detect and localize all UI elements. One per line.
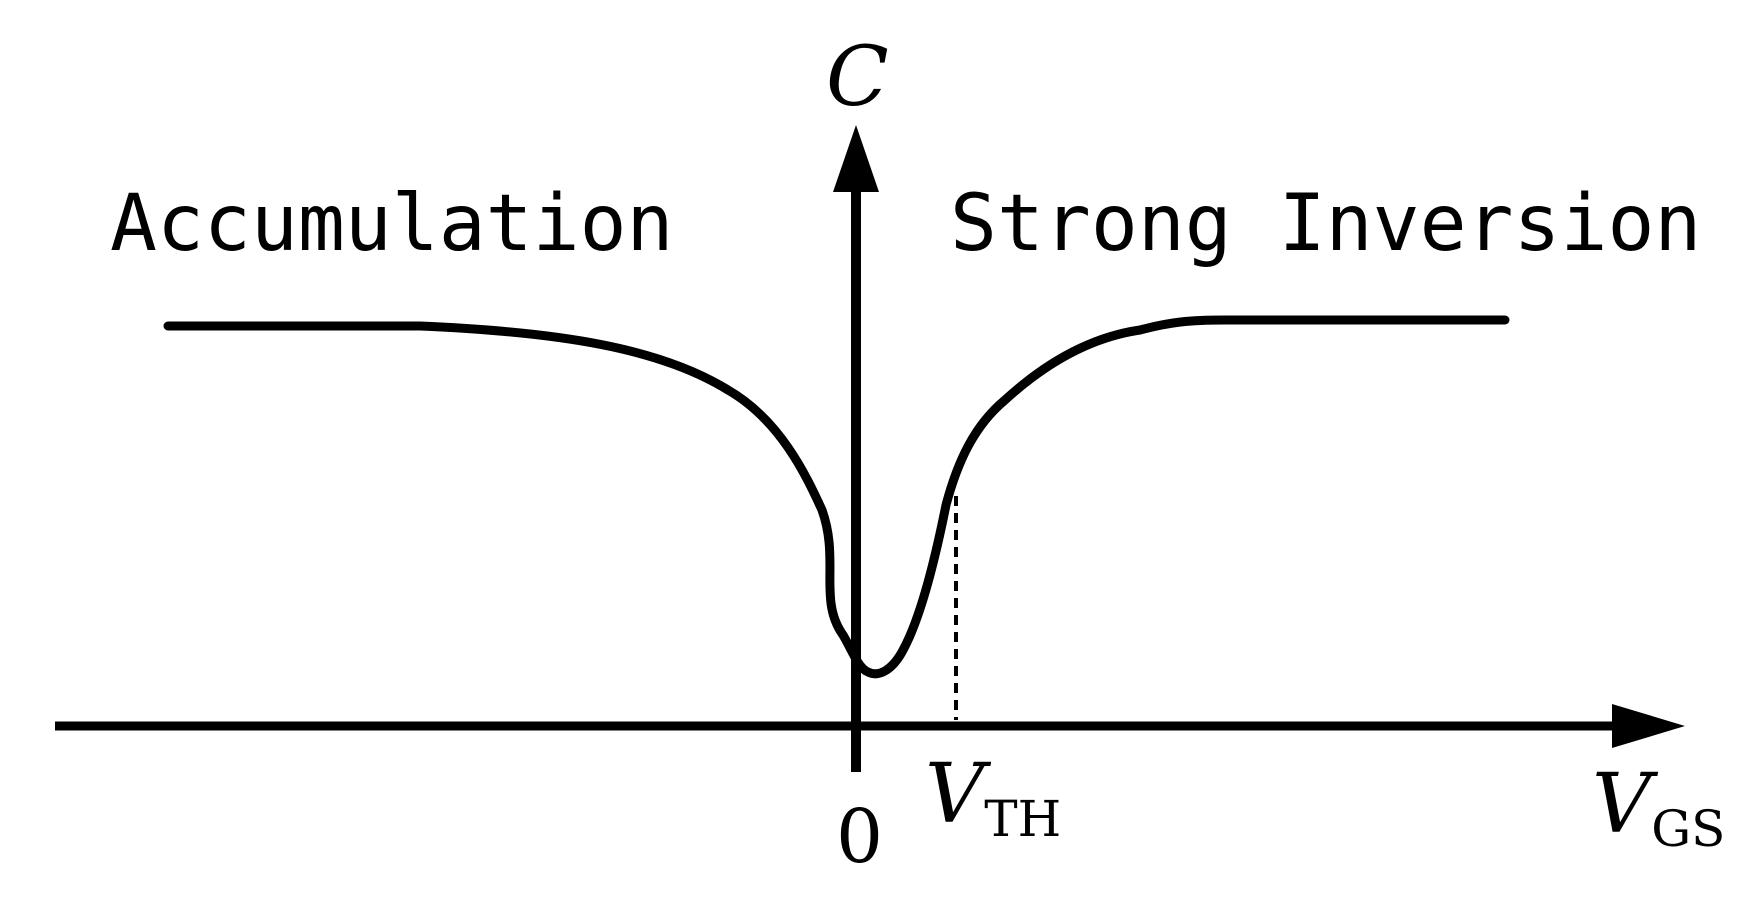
threshold-label-sub: TH <box>984 790 1061 848</box>
x-axis-label-sub: GS <box>1651 800 1725 858</box>
accumulation-label: Accumulation <box>110 179 674 269</box>
x-axis-arrowhead <box>1612 704 1685 748</box>
capacitance-curve <box>163 315 1510 679</box>
y-axis-arrowhead <box>833 125 879 192</box>
strong-inversion-label: Strong Inversion <box>950 179 1701 269</box>
x-axis-label-var: V <box>1592 757 1659 852</box>
origin-label: 0 <box>836 794 883 880</box>
threshold-label-var: V <box>925 747 992 842</box>
threshold-label: VTH <box>925 747 1061 848</box>
x-axis-label: VGS <box>1592 757 1725 858</box>
y-axis-label: C <box>826 30 889 125</box>
